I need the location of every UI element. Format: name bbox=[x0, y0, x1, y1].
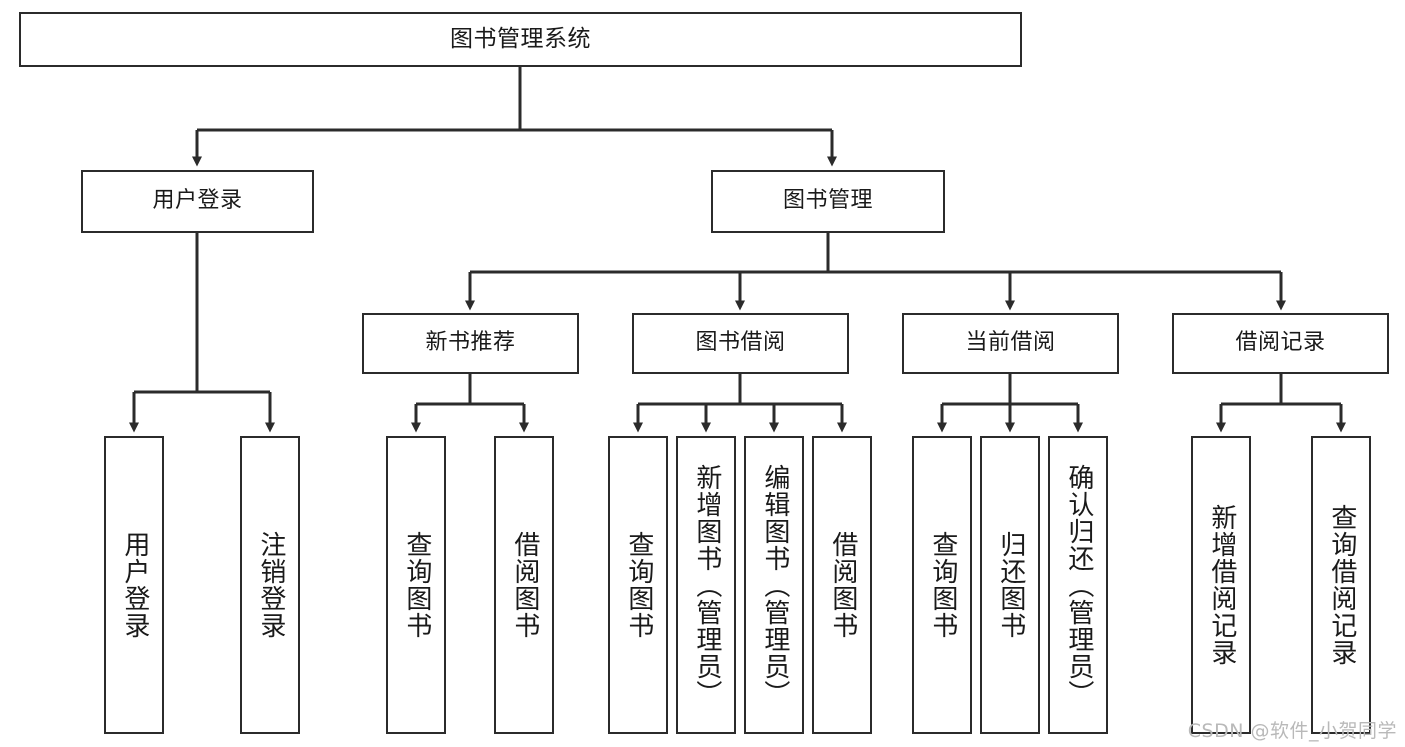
node-label: 归还图书 bbox=[995, 531, 1026, 639]
node-label: 查询图书 bbox=[623, 531, 654, 639]
node-label: 新增借阅记录 bbox=[1206, 504, 1237, 666]
leaf-query-book-borrow[interactable]: 查询图书 bbox=[608, 436, 668, 734]
node-new-book-recommend[interactable]: 新书推荐 bbox=[362, 313, 579, 374]
node-label: 图书管理系统 bbox=[450, 26, 591, 53]
leaf-add-borrow-record[interactable]: 新增借阅记录 bbox=[1191, 436, 1251, 734]
node-label: 查询图书 bbox=[927, 531, 958, 639]
leaf-user-login[interactable]: 用户登录 bbox=[104, 436, 164, 734]
node-borrow-record[interactable]: 借阅记录 bbox=[1172, 313, 1389, 374]
leaf-query-borrow-record[interactable]: 查询借阅记录 bbox=[1311, 436, 1371, 734]
leaf-return-book[interactable]: 归还图书 bbox=[980, 436, 1040, 734]
node-current-borrow[interactable]: 当前借阅 bbox=[902, 313, 1119, 374]
leaf-query-book-current[interactable]: 查询图书 bbox=[912, 436, 972, 734]
node-label: 用户登录 bbox=[152, 188, 243, 214]
node-label: 借阅图书 bbox=[827, 531, 858, 639]
node-label: 当前借阅 bbox=[965, 330, 1056, 356]
leaf-edit-book-admin[interactable]: 编辑图书（管理员） bbox=[744, 436, 804, 734]
node-label: 查询图书 bbox=[401, 531, 432, 639]
node-root-system[interactable]: 图书管理系统 bbox=[19, 12, 1022, 67]
node-book-borrow[interactable]: 图书借阅 bbox=[632, 313, 849, 374]
node-user-login[interactable]: 用户登录 bbox=[81, 170, 314, 233]
watermark: CSDN @软件_小贺同学 bbox=[1187, 720, 1397, 742]
node-label: 编辑图书（管理员） bbox=[759, 463, 790, 707]
node-label: 注销登录 bbox=[255, 531, 286, 639]
leaf-borrow-book-recommend[interactable]: 借阅图书 bbox=[494, 436, 554, 734]
leaf-borrow-book[interactable]: 借阅图书 bbox=[812, 436, 872, 734]
node-label: 图书管理 bbox=[782, 188, 873, 214]
node-label: 新书推荐 bbox=[425, 330, 516, 356]
node-label: 查询借阅记录 bbox=[1326, 504, 1357, 666]
leaf-confirm-return-admin[interactable]: 确认归还（管理员） bbox=[1048, 436, 1108, 734]
node-label: 借阅记录 bbox=[1235, 330, 1326, 356]
node-label: 用户登录 bbox=[119, 531, 150, 639]
node-book-manage[interactable]: 图书管理 bbox=[711, 170, 945, 233]
node-label: 确认归还（管理员） bbox=[1063, 463, 1094, 707]
node-label: 借阅图书 bbox=[509, 531, 540, 639]
node-label: 新增图书（管理员） bbox=[691, 463, 722, 707]
leaf-user-logout[interactable]: 注销登录 bbox=[240, 436, 300, 734]
node-label: 图书借阅 bbox=[695, 330, 786, 356]
leaf-query-book-recommend[interactable]: 查询图书 bbox=[386, 436, 446, 734]
leaf-add-book-admin[interactable]: 新增图书（管理员） bbox=[676, 436, 736, 734]
